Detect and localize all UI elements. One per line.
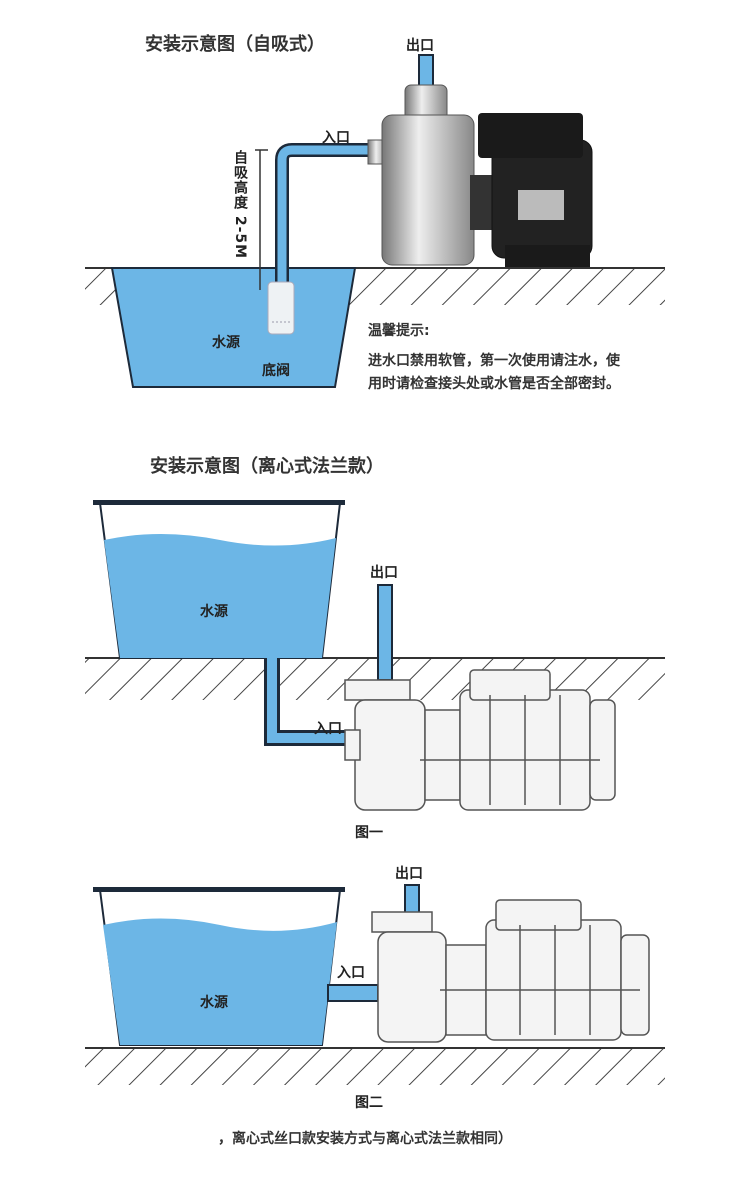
inlet-pipe-1: [275, 143, 378, 285]
outlet-pipe-2: [377, 584, 393, 681]
water-tank-3: [93, 887, 345, 1046]
section-title-self-priming: 安装示意图（自吸式）: [145, 34, 325, 55]
outlet-label-3: 出口: [395, 866, 423, 882]
foot-valve-label: 底阀: [262, 363, 290, 379]
suction-height-label: 自吸高度 2-5M: [232, 150, 248, 260]
self-priming-pump: [367, 84, 593, 267]
inlet-pipe-3: [327, 984, 379, 1002]
water-source-label-3: 水源: [200, 995, 228, 1011]
foot-valve: [267, 281, 295, 335]
tip-title: 温馨提示:: [368, 323, 430, 339]
footer-note: ，离心式丝口款安装方式与离心式法兰款相同）: [218, 1131, 512, 1147]
flange-pump-2: [371, 899, 650, 1043]
water-source-label-1: 水源: [212, 335, 240, 351]
inlet-label-3: 入口: [337, 965, 365, 981]
outlet-pipe-3: [404, 884, 420, 916]
outlet-label-2: 出口: [370, 565, 398, 581]
tip-line-1: 进水口禁用软管，第一次使用请注水，使: [368, 353, 620, 369]
water-tank-2: [93, 500, 345, 659]
section-title-centrifugal-flange: 安装示意图（离心式法兰款）: [150, 456, 384, 477]
figure-caption-2: 图二: [355, 1095, 383, 1111]
ground-3: [85, 1047, 665, 1085]
figure-caption-1: 图一: [355, 825, 383, 841]
inlet-label-2: 入口: [314, 721, 342, 737]
flange-pump-1: [344, 669, 616, 811]
tip-line-2: 用时请检查接头处或水管是否全部密封。: [368, 376, 620, 392]
water-source-label-2: 水源: [200, 604, 228, 620]
inlet-label-1: 入口: [322, 130, 350, 146]
water-tank-1: [110, 267, 357, 388]
outlet-label-1: 出口: [406, 38, 434, 54]
